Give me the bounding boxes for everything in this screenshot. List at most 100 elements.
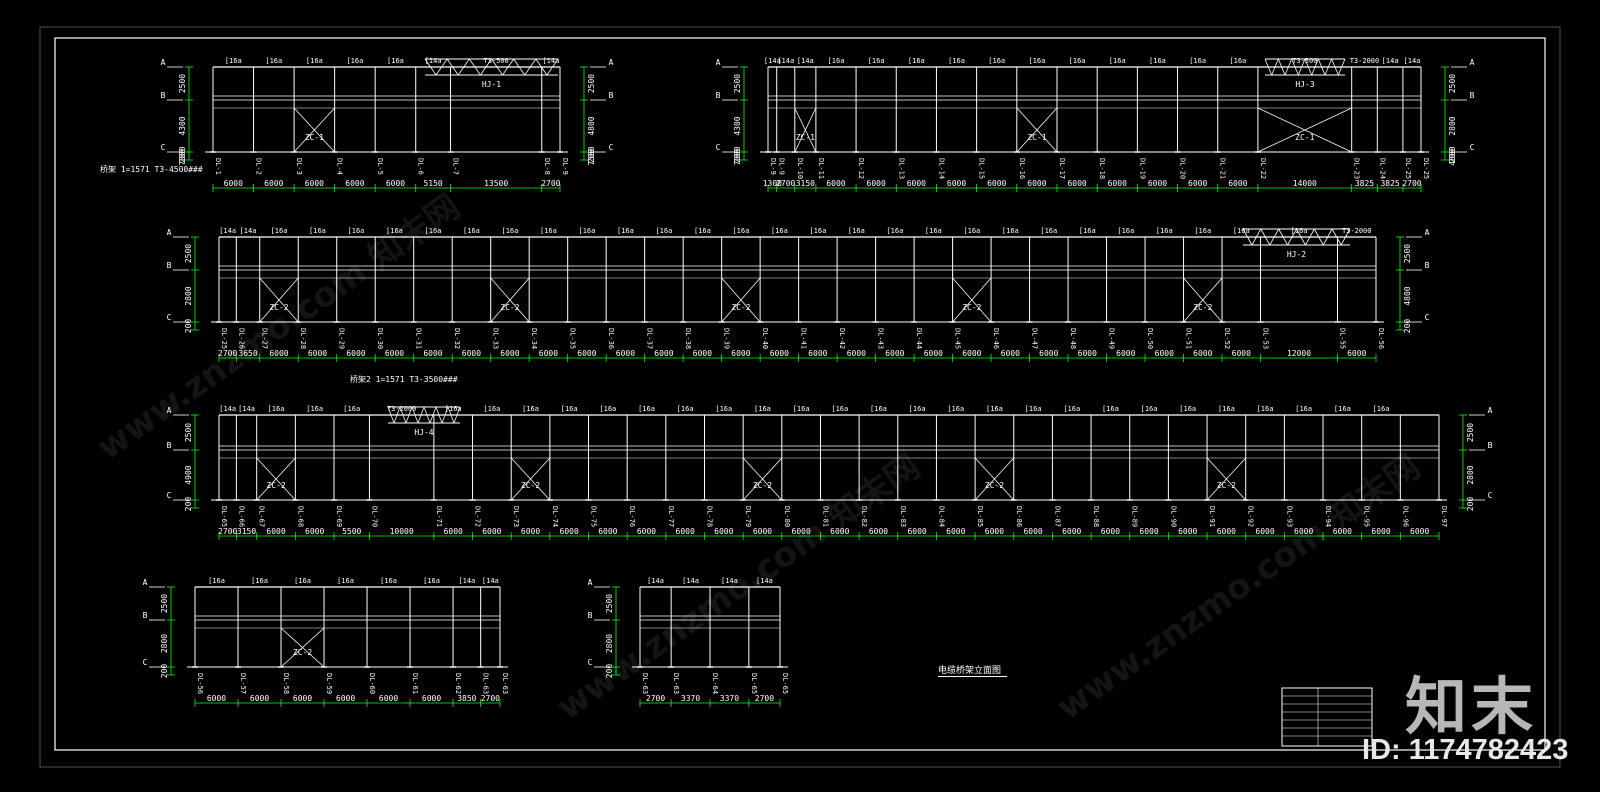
span-dimension: 6000: [598, 527, 617, 536]
column-label: DL-60: [368, 673, 376, 694]
member-label: [14a: [240, 227, 257, 235]
member-label: [14a: [219, 405, 236, 413]
member-label: [16a: [963, 227, 980, 235]
span-dimension: 5150: [423, 179, 442, 188]
span-dimension: 2700: [1402, 179, 1421, 188]
column-label: DL-72: [474, 506, 482, 527]
member-label: [16a: [947, 405, 964, 413]
level-marker-C: C: [1470, 143, 1475, 152]
column-label: DL-68: [296, 506, 304, 527]
span-dimension: 6000: [1178, 527, 1197, 536]
column-label: DL-70: [370, 506, 378, 527]
truss-web: [423, 406, 431, 424]
level-marker-B: B: [143, 611, 148, 620]
brace-diagonal: [721, 277, 761, 323]
member-label: [16a: [1117, 227, 1134, 235]
member-label: [14a: [238, 405, 255, 413]
column-label: DL-81: [821, 506, 829, 527]
span-dimension: 6000: [1188, 179, 1207, 188]
span-dimension: 6000: [616, 349, 635, 358]
truss-web: [1324, 58, 1333, 76]
member-label: [16a: [771, 227, 788, 235]
right-dimension: 2500: [587, 74, 596, 93]
span-dimension: 6000: [1067, 179, 1086, 188]
span-dimension: 6000: [1027, 179, 1046, 188]
brace-label: ZC-2: [521, 481, 540, 490]
level-marker-B: B: [161, 91, 166, 100]
member-label: [16a: [540, 227, 557, 235]
right-dimension: 2800: [1448, 116, 1457, 135]
level-marker-A: A: [167, 228, 172, 237]
member-label: [16a: [346, 57, 363, 65]
column-label: DL-65: [220, 506, 228, 527]
span-dimension: 6000: [654, 349, 673, 358]
level-marker-A: A: [1425, 228, 1430, 237]
span-dimension: 2700: [218, 527, 237, 536]
truss-web: [1291, 58, 1299, 76]
span-dimension: 2700: [755, 694, 774, 703]
left-dimension: 2500: [184, 244, 193, 263]
member-label: [16a: [268, 405, 285, 413]
watermark-logo: 知末: [1405, 670, 1538, 743]
truss-web: [453, 406, 461, 424]
member-label: [14a: [756, 577, 773, 585]
span-dimension: 6000: [770, 349, 789, 358]
member-label: [16a: [909, 405, 926, 413]
brace-label: ZC-2: [985, 481, 1004, 490]
elevation-row4-left: ZC-2[16a[16a[16a[16a[16a[16a[14a[14aDL-5…: [143, 577, 509, 707]
member-label: [16a: [732, 227, 749, 235]
truss-web: [1271, 58, 1279, 76]
member-label: [16a: [948, 57, 965, 65]
member-label: [16a: [306, 405, 323, 413]
member-label: [16a: [306, 57, 323, 65]
truss-web: [502, 58, 514, 76]
span-dimension: 6000: [577, 349, 596, 358]
brace-label: ZC-2: [269, 303, 288, 312]
member-label: [16a: [1002, 227, 1019, 235]
left-dimension: 2800: [184, 286, 193, 305]
truss-web: [1305, 228, 1315, 246]
column-label: DL-64: [711, 673, 719, 694]
member-label: [16a: [425, 227, 442, 235]
member-label: [14a: [1404, 57, 1421, 65]
column-label: DL-87: [1053, 506, 1061, 527]
span-dimension: 3850: [457, 694, 476, 703]
column-label: DL-45: [954, 328, 962, 349]
span-dimension: 6000: [907, 527, 926, 536]
member-label: [14a: [797, 57, 814, 65]
span-dimension: 6000: [826, 179, 845, 188]
span-dimension: 6000: [808, 349, 827, 358]
member-label: [16a: [1334, 405, 1351, 413]
span-dimension: 3370: [681, 694, 700, 703]
truss-web: [446, 58, 459, 76]
member-label: [16a: [578, 227, 595, 235]
member-label: T3-2000: [1350, 57, 1380, 65]
column-label: DL-51: [1185, 328, 1193, 349]
member-label: [16a: [1063, 405, 1080, 413]
span-dimension: 6000: [500, 349, 519, 358]
column-label: DL-6: [417, 158, 425, 175]
brace-diagonal: [794, 107, 817, 153]
right-dimension: 4800: [1448, 146, 1457, 165]
brace-label: ZC-2: [731, 303, 750, 312]
column-label: DL-89: [1131, 506, 1139, 527]
member-label: [16a: [348, 227, 365, 235]
column-label: DL-9: [769, 158, 777, 175]
member-label: [16a: [265, 57, 282, 65]
column-label: DL-25: [220, 328, 228, 349]
level-marker-C: C: [161, 143, 166, 152]
member-label: [16a: [1069, 57, 1086, 65]
span-dimension: 6000: [1255, 527, 1274, 536]
span-dimension: 6000: [386, 179, 405, 188]
left-dimension: 200: [178, 149, 187, 164]
truss-web: [424, 58, 437, 76]
member-label: [16a: [886, 227, 903, 235]
column-label: DL-94: [1324, 506, 1332, 527]
span-dimension: 6000: [1228, 179, 1247, 188]
member-label: [16a: [1109, 57, 1126, 65]
span-dimension: 2700: [541, 179, 560, 188]
truss-web: [1264, 58, 1273, 76]
